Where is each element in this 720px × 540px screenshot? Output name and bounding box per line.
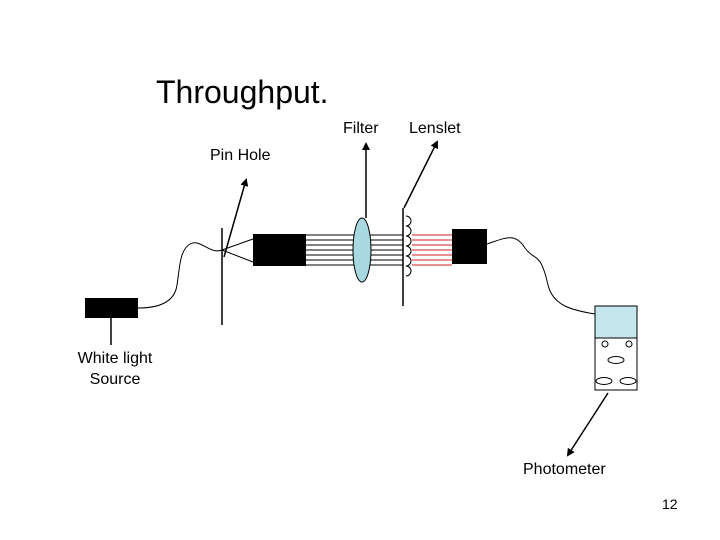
label-pin-hole: Pin Hole: [210, 147, 271, 164]
slide-title: Throughput.: [156, 74, 329, 110]
photometer-arrow: [566, 392, 609, 457]
input-fiber: [137, 242, 223, 309]
output-coupler-block: [452, 229, 487, 264]
output-fiber: [486, 237, 596, 315]
collimator-block: [253, 234, 306, 266]
white-light-source-box: [85, 298, 138, 318]
label-white-light-source: White light Source: [77, 350, 153, 388]
collimated-beam: [306, 234, 403, 266]
photometer-device: [594, 305, 638, 391]
pin-hole-arrow: [223, 178, 249, 258]
cone-lower: [221, 249, 254, 263]
label-photometer: Photometer: [523, 461, 606, 478]
page-number: 12: [662, 496, 678, 512]
filter-lens: [352, 217, 372, 283]
label-lenslet: Lenslet: [409, 120, 461, 137]
label-filter: Filter: [343, 120, 379, 137]
lenslet-array: [405, 215, 412, 277]
lenslet-beam-red: [412, 234, 452, 266]
lenslet-arrow: [403, 140, 438, 209]
